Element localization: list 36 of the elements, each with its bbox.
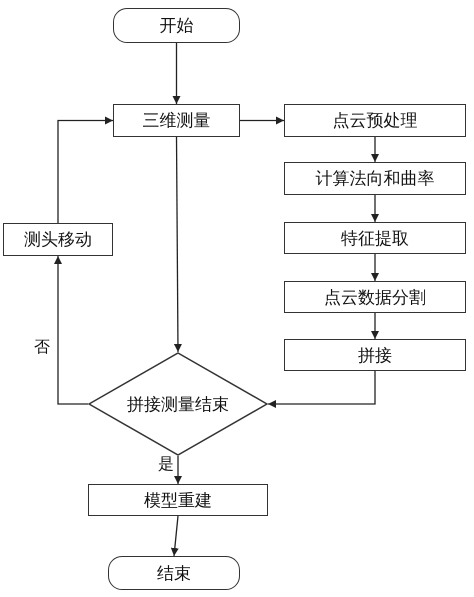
arrow: [174, 137, 182, 352]
arrow: [371, 195, 379, 222]
process-box: [113, 104, 240, 137]
process-box: [88, 484, 268, 516]
node-text: 结束: [157, 562, 191, 584]
node-text: 计算法向和曲率: [316, 168, 434, 190]
decision-diamond: [88, 352, 268, 456]
node-text: 开始: [160, 15, 194, 37]
arrow: [371, 313, 379, 339]
node-text: 拼接测量结束: [127, 394, 229, 416]
process-box: [284, 104, 466, 137]
arrow: [172, 43, 180, 104]
node-text: 点云数据分割: [324, 286, 426, 308]
arrow: [57, 116, 113, 223]
node-text: 三维测量: [142, 110, 210, 132]
node-text: 特征提取: [341, 228, 409, 250]
arrow: [268, 371, 376, 408]
process-box: [284, 339, 466, 371]
arrow: [170, 516, 179, 556]
node-text: 点云预处理: [332, 110, 418, 132]
terminal-box: [108, 556, 240, 590]
arrow: [371, 137, 379, 162]
arrow: [54, 256, 88, 405]
process-box: [3, 223, 113, 256]
process-box: [284, 281, 466, 313]
edge-label: 是: [157, 455, 175, 473]
node-text: 拼接: [358, 344, 392, 366]
arrow: [240, 116, 284, 124]
arrow: [371, 254, 379, 281]
edge-label: 否: [33, 338, 51, 356]
node-text: 测头移动: [24, 229, 92, 251]
arrow: [174, 456, 182, 484]
process-box: [284, 162, 466, 195]
process-box: [284, 222, 466, 254]
terminal-box: [113, 8, 240, 43]
node-text: 模型重建: [144, 490, 212, 512]
